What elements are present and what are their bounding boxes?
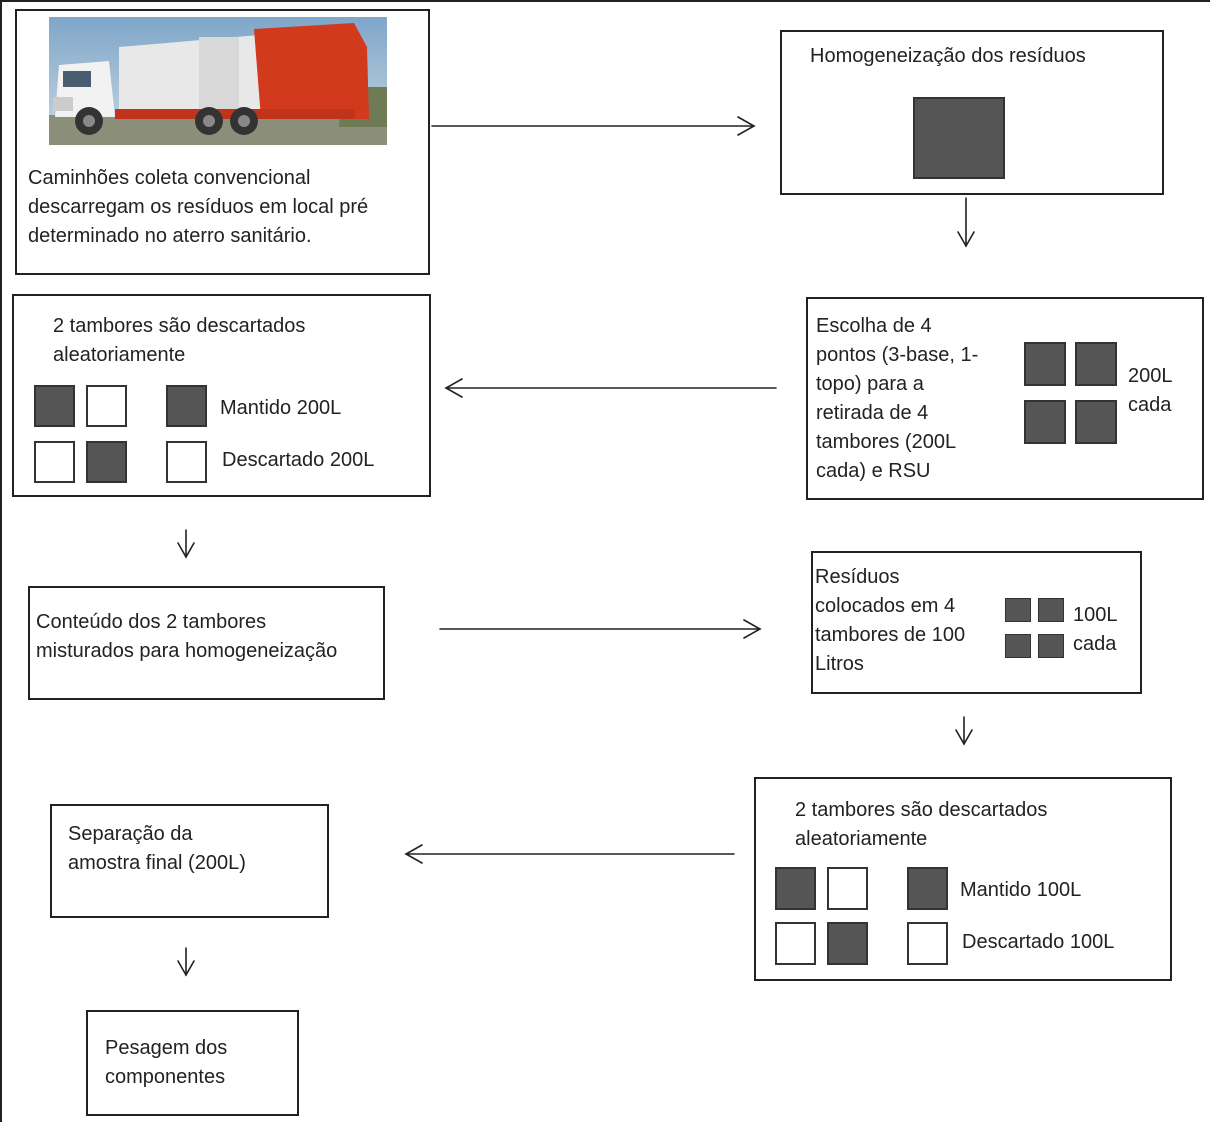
step-discard-100l-box — [754, 777, 1172, 981]
step-discard-100l-title: 2 tambores são descartados aleatoriament… — [795, 799, 1048, 850]
step-discard-200l-box — [12, 294, 431, 497]
step-weighing-box — [86, 1010, 299, 1116]
legend-discarded-label: Descartado 200L — [222, 449, 375, 471]
legend-discarded-swatch — [907, 922, 948, 965]
arrow-down-4 — [177, 947, 195, 977]
step-choose-points-box — [806, 297, 1204, 500]
drum-100l — [1005, 634, 1031, 658]
drum-200l — [1075, 400, 1117, 444]
diagram-frame-left — [0, 0, 2, 1122]
legend-kept-swatch — [166, 385, 207, 427]
arrow-down-2 — [177, 529, 195, 559]
drum-kept — [827, 922, 868, 965]
drum-discarded — [827, 867, 868, 910]
step-mix-box — [28, 586, 385, 700]
arrow-down-3 — [955, 716, 973, 746]
diagram-frame-top — [0, 0, 1210, 2]
step-choose-points-text: Escolha de 4 pontos (3-base, 1- topo) pa… — [816, 315, 979, 482]
legend-kept-label: Mantido 200L — [220, 397, 342, 419]
arrow-right-1 — [431, 116, 756, 136]
waste-pile-square — [913, 97, 1005, 179]
drum-discarded — [34, 441, 75, 483]
step-weighing-text: Pesagem dos componentes — [105, 1037, 228, 1088]
legend-discarded-swatch — [166, 441, 207, 483]
drum-100l-label: 100L cada — [1073, 604, 1118, 655]
arrow-left-2 — [404, 844, 735, 864]
drum-discarded — [775, 922, 816, 965]
drum-200l — [1024, 400, 1066, 444]
step-homogenization-title: Homogeneização dos resíduos — [810, 45, 1086, 67]
legend-kept-label: Mantido 100L — [960, 879, 1082, 901]
arrow-right-2 — [439, 619, 762, 639]
drum-100l — [1038, 598, 1064, 622]
drum-100l — [1005, 598, 1031, 622]
drum-200l-label: 200L cada — [1128, 365, 1173, 416]
drum-200l — [1075, 342, 1117, 386]
step-mix-text: Conteúdo dos 2 tambores misturados para … — [36, 611, 338, 662]
drum-kept — [86, 441, 127, 483]
garbage-truck-image — [49, 17, 387, 145]
drum-200l — [1024, 342, 1066, 386]
drum-discarded — [86, 385, 127, 427]
drum-kept — [775, 867, 816, 910]
step-100l-drums-text: Resíduos colocados em 4 tambores de 100 … — [815, 566, 966, 675]
arrow-left-1 — [444, 378, 777, 398]
legend-kept-swatch — [907, 867, 948, 910]
step-truck-unload-text: Caminhões coleta convencional descarrega… — [28, 167, 369, 247]
drum-kept — [34, 385, 75, 427]
arrow-down-1 — [957, 197, 975, 248]
step-100l-drums-box — [811, 551, 1142, 694]
drum-100l — [1038, 634, 1064, 658]
legend-discarded-label: Descartado 100L — [962, 931, 1115, 953]
step-final-sample-box — [50, 804, 329, 918]
step-discard-200l-title: 2 tambores são descartados aleatoriament… — [53, 315, 306, 366]
step-final-sample-text: Separação da amostra final (200L) — [68, 823, 246, 874]
